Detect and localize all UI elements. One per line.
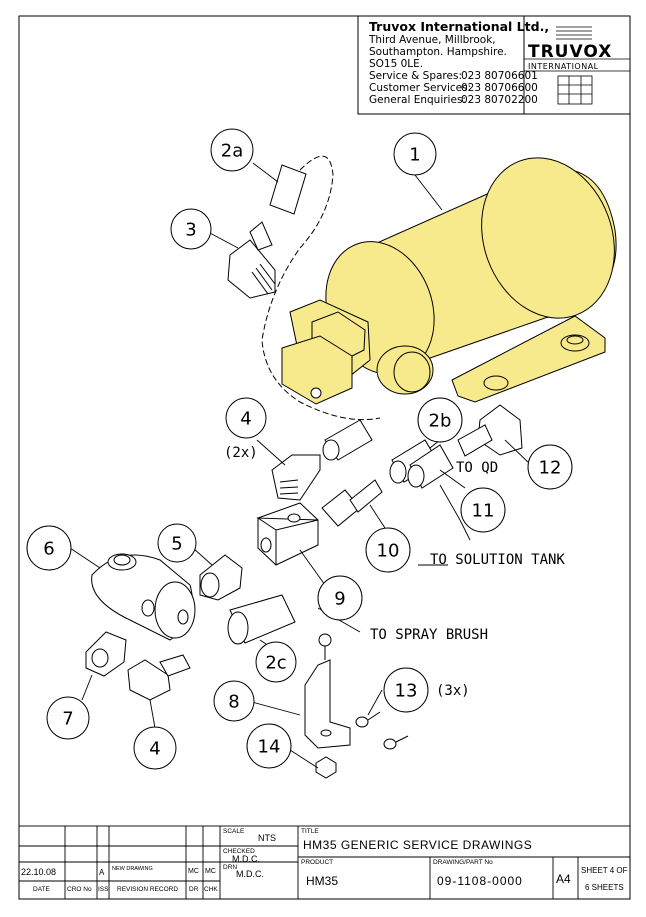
- rev-chk: MC: [205, 868, 216, 875]
- title-block: [18, 825, 631, 900]
- part-2a: [269, 164, 307, 215]
- paper-size: A4: [556, 872, 571, 886]
- rev-issue: A: [99, 868, 105, 877]
- checked-value: M.D.C.: [232, 854, 260, 864]
- rev-record: NEW DRAWING: [112, 866, 153, 872]
- rev-date: 22.10.08: [21, 867, 57, 877]
- callout-1: 1: [409, 145, 420, 166]
- header-iss: ISS: [98, 886, 109, 893]
- part-12: [457, 404, 523, 457]
- note-to-spray-brush: TO SPRAY BRUSH: [370, 627, 488, 643]
- contact-service: Service & Spares: 023 80706601: [369, 70, 549, 82]
- callout-12: 12: [539, 458, 562, 479]
- part-2b: [389, 439, 454, 489]
- part-4-lower: [127, 654, 191, 701]
- address-line-2: Southampton. Hampshire.: [369, 46, 507, 58]
- callout-2c: 2c: [265, 653, 286, 674]
- qty-4-upper: (2x): [224, 445, 258, 461]
- header-chk: CHK: [204, 886, 218, 893]
- hose-dashed: [261, 155, 381, 421]
- truvox-logo: [524, 26, 630, 105]
- pump-assembly: [281, 157, 617, 405]
- callout-2b: 2b: [429, 411, 452, 432]
- pump-foot-bolt: [310, 387, 322, 399]
- contact-general: General Enquiries: 023 80702200: [369, 94, 549, 106]
- part-8: [304, 633, 351, 749]
- qty-13: (3x): [436, 683, 470, 699]
- product-value: HM35: [306, 874, 339, 888]
- scale-value: NTS: [258, 833, 276, 843]
- title-value: HM35 GENERIC SERVICE DRAWINGS: [303, 838, 533, 852]
- product-label: PRODUCT: [301, 859, 334, 866]
- drawing-value: 09-1108-0000: [437, 874, 523, 888]
- part-4-upper: [271, 454, 321, 501]
- callout-circles: [26, 128, 573, 770]
- callout-11: 11: [472, 501, 495, 522]
- part-9: [256, 502, 319, 566]
- contact-label: Customer Services:: [369, 82, 472, 94]
- checked-label: CHECKED: [223, 848, 255, 855]
- callout-14: 14: [258, 737, 281, 758]
- part-5: [199, 554, 243, 601]
- callout-9: 9: [334, 589, 345, 610]
- contact-number: 023 80706601: [461, 70, 538, 82]
- part-2c: [227, 594, 296, 645]
- drn-value: M.D.C.: [236, 869, 264, 879]
- contact-number: 023 80702200: [461, 94, 538, 106]
- cylinder-connector: [322, 419, 373, 461]
- address-line-3: SO15 0LE.: [369, 58, 424, 70]
- address-line-1: Third Avenue, Millbrook,: [369, 34, 496, 46]
- callout-13: 13: [395, 681, 418, 702]
- part-13: [355, 711, 409, 750]
- company-name: Truvox International Ltd.,: [369, 19, 550, 34]
- contact-label: General Enquiries:: [369, 94, 466, 106]
- header-cro-no: CRO No: [67, 886, 92, 893]
- sheet-total: 6 SHEETS: [585, 883, 624, 892]
- callout-4-lower: 4: [149, 739, 160, 760]
- rev-dr: MC: [188, 868, 199, 875]
- callout-4-upper: 4: [240, 409, 251, 430]
- header-revision-record: REVISION RECORD: [117, 886, 179, 893]
- header-date: DATE: [33, 886, 50, 893]
- logo-wordmark: TRUVOX: [528, 42, 613, 62]
- callout-3: 3: [185, 220, 196, 241]
- callout-7: 7: [62, 709, 73, 730]
- header-dr: DR: [189, 886, 199, 893]
- contact-label: Service & Spares:: [369, 70, 462, 82]
- contact-customer: Customer Services: 023 80706600: [369, 82, 549, 94]
- note-to-solution-tank: TO SOLUTION TANK: [430, 552, 565, 568]
- part-7: [85, 631, 127, 677]
- callout-6: 6: [43, 539, 54, 560]
- callout-5: 5: [171, 534, 182, 555]
- part-14: [315, 756, 337, 779]
- drn-label: DRN: [223, 864, 238, 871]
- logo-box: [523, 15, 631, 115]
- part-10: [321, 479, 383, 527]
- note-to-qd: TO QD: [456, 460, 498, 476]
- logo-subtitle: INTERNATIONAL: [528, 62, 599, 71]
- callout-10: 10: [377, 541, 400, 562]
- part-3: [227, 221, 276, 299]
- scale-label: SCALE: [223, 828, 245, 835]
- drawing-label: DRAWING/PART No: [433, 859, 493, 866]
- callout-2a: 2a: [221, 141, 243, 162]
- company-info: Truvox International Ltd., Third Avenue,…: [369, 19, 550, 107]
- title-label: TITLE: [301, 828, 319, 835]
- callout-8: 8: [228, 692, 239, 713]
- part-6: [91, 553, 196, 641]
- sheet-number: SHEET 4 OF: [581, 866, 628, 875]
- contact-number: 023 80706600: [461, 82, 538, 94]
